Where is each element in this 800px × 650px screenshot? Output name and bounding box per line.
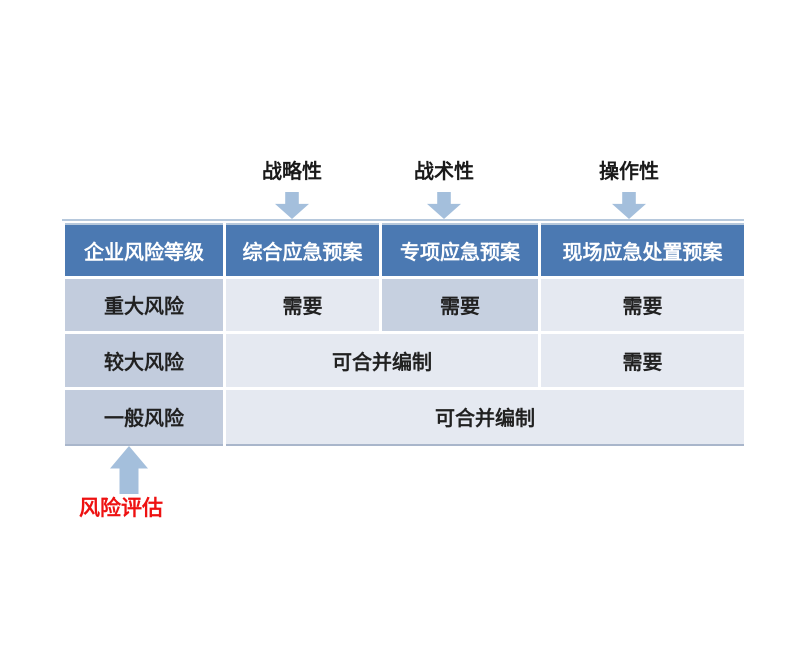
risk-level-cell: 一般风险 (62, 386, 226, 446)
header-cell-risk-level: 企业风险等级 (62, 223, 226, 279)
down-arrow-icon-tactical (427, 192, 461, 219)
up-arrow-icon (110, 446, 148, 494)
plan-cell-highlighted: 需要 (379, 275, 541, 334)
header-cell-comprehensive-plan: 综合应急预案 (223, 223, 382, 279)
risk-level-cell: 较大风险 (62, 330, 226, 390)
risk-plan-matrix-table: 企业风险等级 综合应急预案 专项应急预案 现场应急处置预案 重大风险 需要 需要… (62, 223, 747, 446)
down-arrow-icon-operational (612, 192, 646, 219)
plan-cell: 需要 (538, 330, 747, 390)
table-header-row: 企业风险等级 综合应急预案 专项应急预案 现场应急处置预案 (62, 223, 747, 279)
risk-level-cell: 重大风险 (62, 275, 226, 334)
table-row: 较大风险 可合并编制 需要 (62, 330, 747, 390)
plan-cell-merged: 可合并编制 (223, 386, 747, 446)
label-tactical: 战术性 (414, 159, 474, 183)
header-cell-special-plan: 专项应急预案 (379, 223, 541, 279)
label-operational: 操作性 (599, 159, 659, 183)
label-strategic: 战略性 (262, 159, 322, 183)
plan-cell-merged: 可合并编制 (223, 330, 541, 390)
table-row: 一般风险 可合并编制 (62, 386, 747, 446)
header-cell-onsite-plan: 现场应急处置预案 (538, 223, 747, 279)
divider-line (62, 219, 744, 221)
risk-assessment-label: 风险评估 (79, 495, 163, 520)
down-arrow-icon-strategic (275, 192, 309, 219)
plan-cell: 需要 (223, 275, 382, 334)
plan-cell: 需要 (538, 275, 747, 334)
table-row: 重大风险 需要 需要 需要 (62, 275, 747, 334)
